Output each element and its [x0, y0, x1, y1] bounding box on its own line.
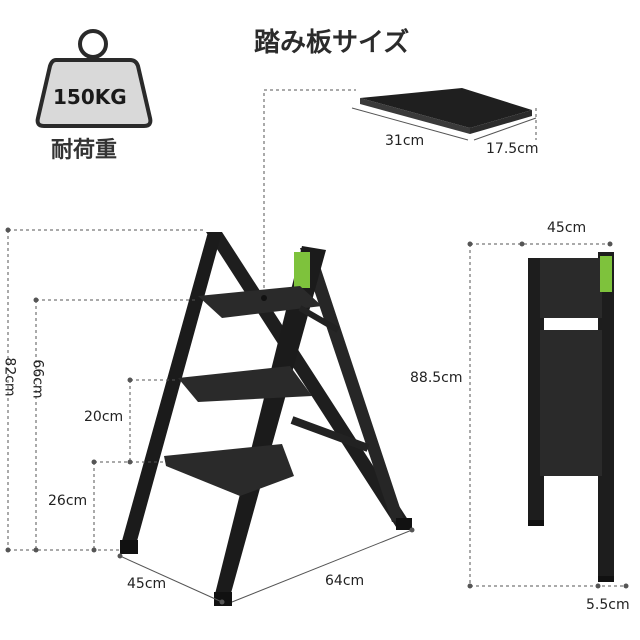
- tread-width-label: 31cm: [385, 133, 425, 149]
- weight-label: 150KG: [53, 85, 127, 109]
- folded-ladder-image: [528, 252, 614, 582]
- first-step-height-label: 26cm: [48, 493, 88, 509]
- base-width-label: 45cm: [127, 576, 167, 592]
- total-height-label: 82cm: [1, 357, 18, 397]
- top-step-height-label: 66cm: [29, 359, 46, 399]
- base-depth-label: 64cm: [325, 573, 365, 589]
- load-caption: 耐荷重: [51, 138, 118, 163]
- page-title: 踏み板サイズ: [254, 28, 410, 58]
- step-gap-label: 20cm: [84, 409, 124, 425]
- folded-height-label: 88.5cm: [410, 370, 463, 386]
- weight-icon: [35, 29, 153, 128]
- folded-width-label: 45cm: [547, 220, 587, 236]
- ladder-dimension-lines: [7, 229, 413, 603]
- dimension-end-dots: [5, 227, 629, 605]
- tread-dimension-lines: [263, 89, 537, 300]
- tread-depth-label: 17.5cm: [486, 141, 539, 157]
- folded-dimension-lines: [469, 243, 626, 587]
- folded-thickness-label: 5.5cm: [586, 597, 630, 613]
- unfolded-ladder-image: [120, 232, 412, 606]
- tread-board-image: [360, 88, 532, 134]
